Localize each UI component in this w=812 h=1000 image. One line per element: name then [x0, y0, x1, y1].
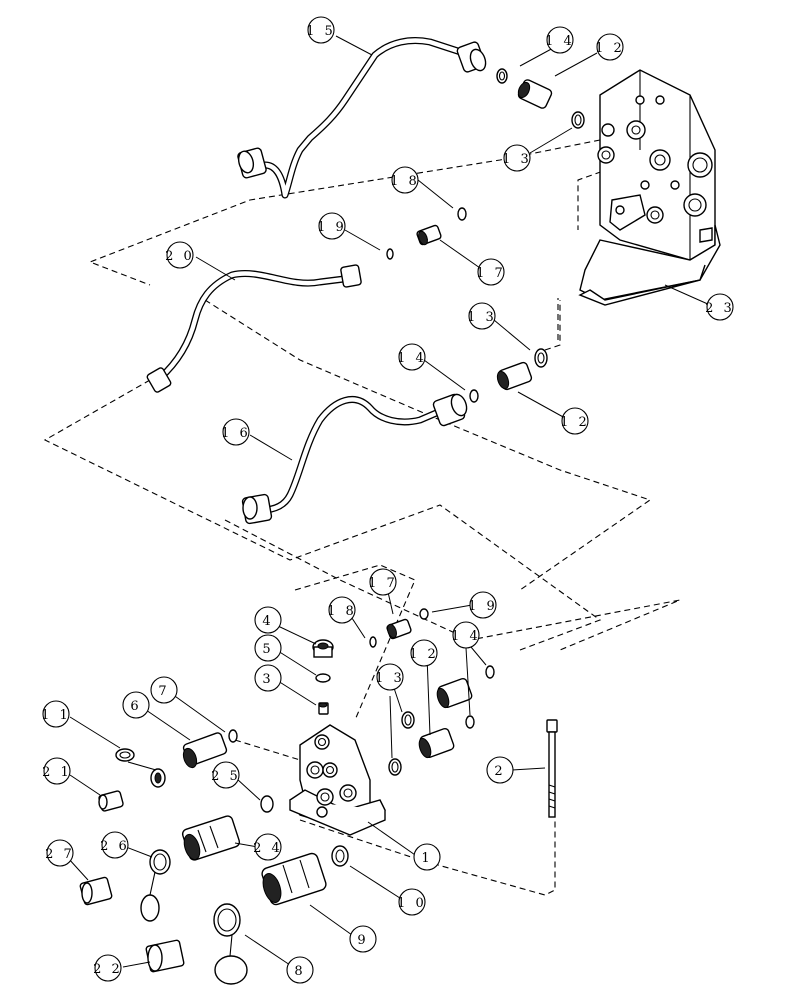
- callout-label: 1 3: [502, 152, 532, 167]
- callout-10[interactable]: 1 0: [397, 888, 427, 916]
- callout-label: 1 4: [397, 351, 427, 366]
- callout-label: 1: [421, 851, 432, 866]
- callout-5[interactable]: 5: [254, 634, 282, 662]
- mid-fittings-12: [469, 348, 548, 403]
- callout-15[interactable]: 1 5: [306, 16, 336, 44]
- callout-18[interactable]: 1 8: [327, 596, 357, 624]
- callout-label: 5: [262, 642, 273, 657]
- callout-24[interactable]: 2 4: [253, 833, 283, 861]
- callout-14[interactable]: 1 4: [545, 26, 575, 54]
- callout-label: 2 6: [100, 839, 130, 854]
- callout-20[interactable]: 2 0: [165, 241, 195, 269]
- callout-12[interactable]: 1 2: [595, 33, 625, 61]
- callout-label: 2 2: [93, 962, 123, 977]
- callout-label: 1 4: [545, 34, 575, 49]
- lower-fittings-17: [369, 608, 429, 648]
- callout-13[interactable]: 1 3: [502, 144, 532, 172]
- callout-label: 2 0: [165, 249, 195, 264]
- callout-label: 2 7: [45, 847, 75, 862]
- callout-label: 1 4: [451, 629, 481, 644]
- bolt-2: [546, 719, 558, 818]
- callout-16[interactable]: 1 6: [221, 418, 251, 446]
- callout-label: 9: [357, 933, 368, 948]
- callout-label: 1 7: [368, 576, 398, 591]
- callout-label: 8: [294, 964, 305, 979]
- callout-label: 1 8: [327, 604, 357, 619]
- lower-fittings-12: [388, 665, 495, 776]
- callout-6[interactable]: 6: [122, 691, 150, 719]
- callout-label: 1 2: [409, 647, 439, 662]
- tube-15: [237, 37, 487, 199]
- callout-label: 1 1: [41, 708, 71, 723]
- callout-1[interactable]: 1: [413, 843, 441, 871]
- callout-18[interactable]: 1 8: [390, 166, 420, 194]
- callout-label: 2 3: [705, 301, 735, 316]
- callout-label: 1 0: [397, 896, 427, 911]
- plug-parts-3-4-5: [312, 639, 334, 715]
- callout-21[interactable]: 2 1: [42, 757, 72, 785]
- callout-14[interactable]: 1 4: [451, 621, 481, 649]
- upper-fittings: [496, 68, 585, 129]
- callout-11[interactable]: 1 1: [41, 700, 71, 728]
- callout-25[interactable]: 2 5: [211, 761, 241, 789]
- callout-12[interactable]: 1 2: [560, 407, 590, 435]
- callout-label: 3: [262, 672, 273, 687]
- callout-8[interactable]: 8: [286, 956, 314, 984]
- callout-27[interactable]: 2 7: [45, 839, 75, 867]
- callout-label: 1 8: [390, 174, 420, 189]
- callout-label: 2 4: [253, 841, 283, 856]
- callout-label: 1 7: [476, 266, 506, 281]
- callout-7[interactable]: 7: [150, 676, 178, 704]
- callout-label: 1 2: [595, 41, 625, 56]
- callout-label: 1 3: [375, 671, 405, 686]
- callout-label: 1 5: [306, 24, 336, 39]
- callout-19[interactable]: 1 9: [468, 591, 498, 619]
- callout-label: 1 6: [221, 426, 251, 441]
- assembly-lines: [43, 139, 681, 896]
- callout-17[interactable]: 1 7: [476, 258, 506, 286]
- callout-12[interactable]: 1 2: [409, 639, 439, 667]
- callout-17[interactable]: 1 7: [368, 568, 398, 596]
- valve-body-23: [578, 69, 721, 306]
- mid-fittings-17: [386, 207, 467, 260]
- callout-19[interactable]: 1 9: [317, 212, 347, 240]
- bottom-parts: [145, 845, 349, 985]
- left-parts-lower: [79, 815, 241, 922]
- leader-lines: [67, 35, 711, 968]
- callout-label: 1 2: [560, 415, 590, 430]
- callout-label: 2 1: [42, 765, 72, 780]
- callout-label: 2: [494, 764, 505, 779]
- valve-body-1: [289, 724, 386, 836]
- callout-label: 2 5: [211, 769, 241, 784]
- callout-label: 1 9: [468, 599, 498, 614]
- callout-label: 1 9: [317, 220, 347, 235]
- callout-22[interactable]: 2 2: [93, 954, 123, 982]
- callout-13[interactable]: 1 3: [467, 302, 497, 330]
- callouts: 1 5 1 4 1 2 1 3 1 8 1 9 1 7 2 0 2 3 1 3 …: [41, 16, 735, 984]
- callout-13[interactable]: 1 3: [375, 663, 405, 691]
- callout-label: 4: [262, 614, 273, 629]
- callout-14[interactable]: 1 4: [397, 343, 427, 371]
- callout-3[interactable]: 3: [254, 664, 282, 692]
- callout-9[interactable]: 9: [349, 925, 377, 953]
- callout-23[interactable]: 2 3: [705, 293, 735, 321]
- tube-20: [146, 264, 362, 393]
- left-parts-upper: [98, 729, 238, 812]
- callout-2[interactable]: 2: [486, 756, 514, 784]
- callout-label: 1 3: [467, 310, 497, 325]
- ring-25: [260, 795, 274, 813]
- callout-26[interactable]: 2 6: [100, 831, 130, 859]
- callout-4[interactable]: 4: [254, 606, 282, 634]
- callout-label: 6: [130, 699, 141, 714]
- tube-16: [241, 393, 468, 525]
- callout-label: 7: [158, 684, 169, 699]
